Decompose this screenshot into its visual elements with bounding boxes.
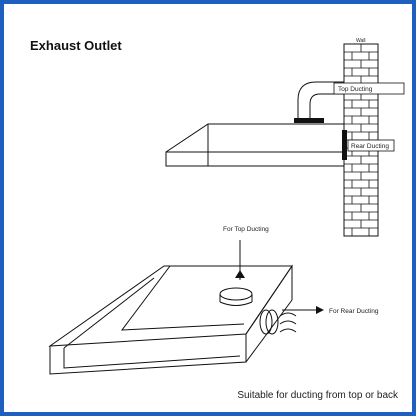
wall-label: Wall xyxy=(356,38,366,44)
rear-ducting-label: Rear Ducting xyxy=(351,143,389,150)
top-outlet-plate xyxy=(294,118,324,123)
top-ducting-arrow xyxy=(235,240,245,280)
rear-opening xyxy=(259,309,297,335)
range-hood-side xyxy=(165,123,347,167)
for-top-ducting-label: For Top Ducting xyxy=(223,226,269,233)
for-rear-ducting-label: For Rear Ducting xyxy=(329,308,379,315)
rear-outlet-plate xyxy=(342,130,347,160)
exhaust-diagram: Wall Top Ducting Rear Ducting xyxy=(48,38,405,375)
rear-ducting-arrow xyxy=(282,306,324,314)
caption-text: Suitable for ducting from top or back xyxy=(237,390,398,401)
diagram-title: Exhaust Outlet xyxy=(30,38,122,53)
top-ducting-label: Top Ducting xyxy=(338,86,373,93)
top-ducting-callout: Top Ducting xyxy=(333,82,405,95)
rear-ducting-callout: Rear Ducting xyxy=(347,139,395,152)
top-opening xyxy=(219,287,253,306)
top-duct-pipe xyxy=(294,81,344,123)
range-hood-3d xyxy=(48,264,293,375)
